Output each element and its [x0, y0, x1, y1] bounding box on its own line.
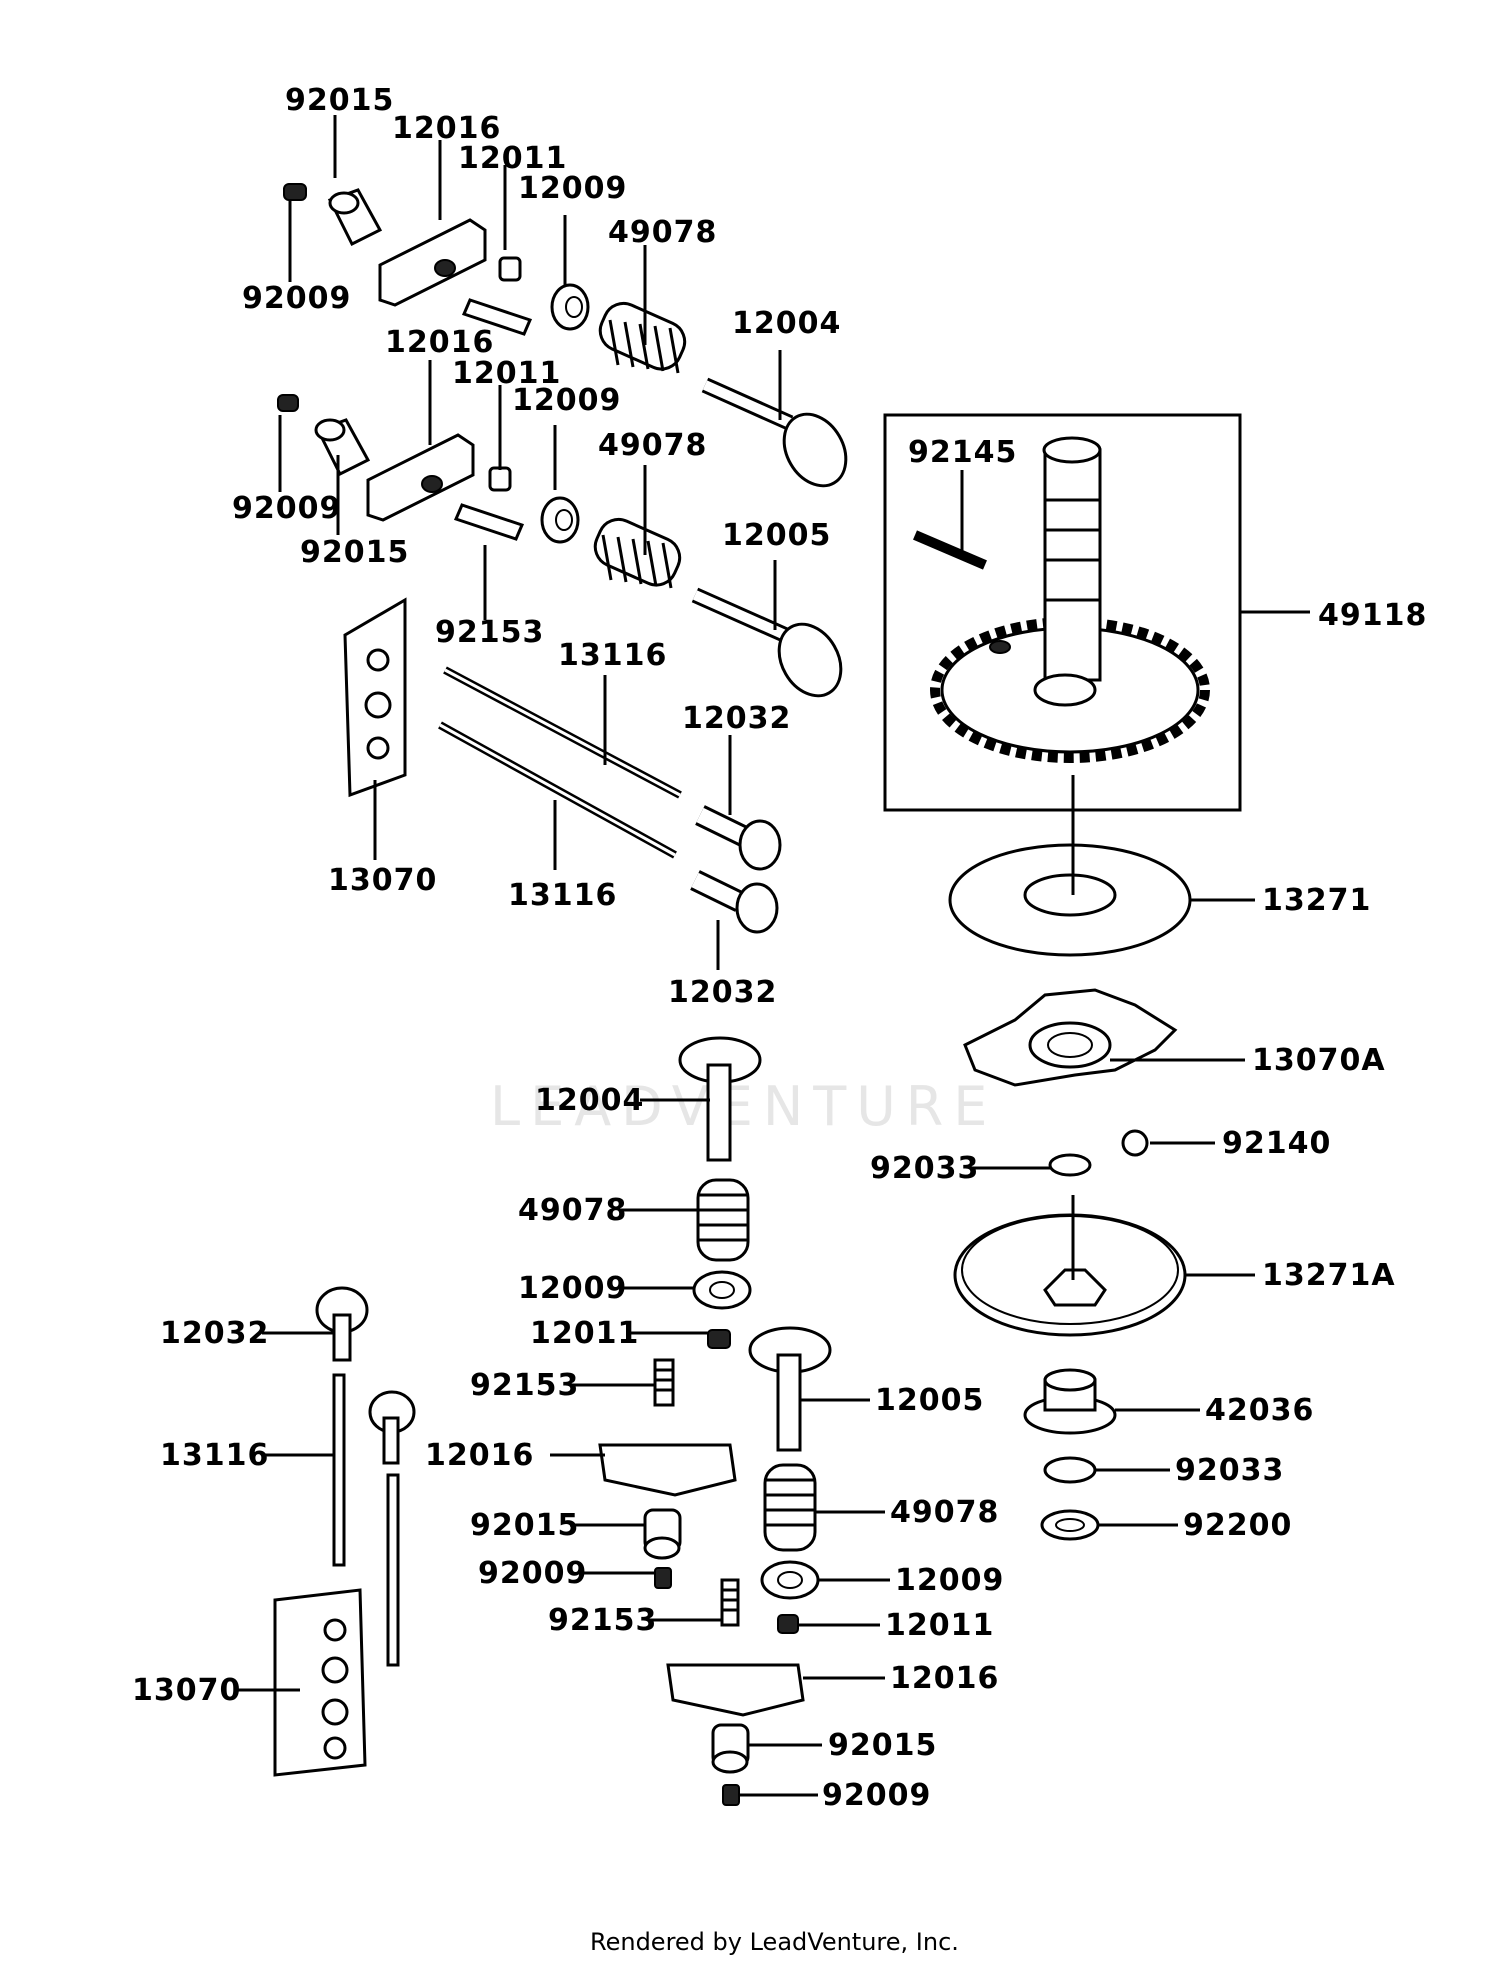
label-92009-b: 92009 [232, 491, 341, 526]
label-12016-d: 12016 [890, 1661, 999, 1696]
label-92015-a: 92015 [285, 83, 394, 118]
watermark: LEADVENTURE [490, 1075, 997, 1138]
right-centre-column [666, 1326, 832, 1806]
label-13070-b: 13070 [132, 1673, 241, 1708]
label-13116-a: 13116 [558, 638, 667, 673]
label-49078-c: 49078 [518, 1193, 627, 1228]
label-12009-a: 12009 [518, 171, 627, 206]
ball-92140 [1121, 1129, 1149, 1157]
label-92145: 92145 [908, 435, 1017, 470]
label-12009-c: 12009 [518, 1271, 627, 1306]
left-lower-parts [273, 1286, 416, 1777]
label-12011-b: 12011 [452, 356, 561, 391]
label-12011-d: 12011 [885, 1608, 994, 1643]
label-12016-b: 12016 [385, 325, 494, 360]
label-92033-b: 92033 [1175, 1453, 1284, 1488]
label-92015-d: 92015 [828, 1728, 937, 1763]
label-12016-c: 12016 [425, 1438, 534, 1473]
label-42036: 42036 [1205, 1393, 1314, 1428]
label-92153-a: 92153 [435, 615, 544, 650]
credit-text: Rendered by LeadVenture, Inc. [590, 1928, 959, 1956]
snap-ring-upper [1048, 1153, 1092, 1177]
label-12004-a: 12004 [732, 306, 841, 341]
label-92153-c: 92153 [548, 1603, 657, 1638]
label-49078-a: 49078 [608, 215, 717, 250]
snap-ring-lower [1043, 1456, 1097, 1484]
label-12011-c: 12011 [530, 1316, 639, 1351]
label-12005-a: 12005 [722, 518, 831, 553]
leader-lines [238, 115, 1310, 1797]
middle-rocker-assembly [277, 394, 843, 698]
push-rods-upper [438, 666, 782, 934]
label-49118: 49118 [1318, 598, 1427, 633]
camshaft-gear [930, 436, 1210, 763]
label-12009-b: 12009 [512, 383, 621, 418]
label-12005-b: 12005 [875, 1383, 984, 1418]
label-13116-c: 13116 [160, 1438, 269, 1473]
label-49078-b: 49078 [598, 428, 707, 463]
label-92200: 92200 [1183, 1508, 1292, 1543]
label-13271: 13271 [1262, 883, 1371, 918]
label-92009-a: 92009 [242, 281, 351, 316]
label-92153-b: 92153 [470, 1368, 579, 1403]
label-12032-a: 12032 [682, 701, 791, 736]
upper-rocker-assembly [283, 183, 848, 488]
label-12004-b: 12004 [535, 1083, 644, 1118]
label-12016-a: 12016 [392, 111, 501, 146]
label-13070A: 13070A [1252, 1043, 1386, 1078]
label-13271A: 13271A [1262, 1258, 1396, 1293]
label-12032-c: 12032 [160, 1316, 269, 1351]
label-92015-b: 92015 [300, 535, 409, 570]
label-92009-c: 92009 [478, 1556, 587, 1591]
label-12032-b: 12032 [668, 975, 777, 1010]
label-92140: 92140 [1222, 1126, 1331, 1161]
centre-column [598, 1036, 762, 1589]
label-12011-a: 12011 [458, 141, 567, 176]
label-13070-a: 13070 [328, 863, 437, 898]
label-12009-d: 12009 [895, 1563, 1004, 1598]
sleeve-42036 [1023, 1368, 1117, 1435]
label-92009-d: 92009 [822, 1778, 931, 1813]
spider-13070A [963, 988, 1178, 1087]
label-92033-a: 92033 [870, 1151, 979, 1186]
part-labels: 92015 12016 12011 12009 49078 92009 1200… [132, 83, 1427, 1813]
label-13116-b: 13116 [508, 878, 617, 913]
label-49078-d: 49078 [890, 1495, 999, 1530]
label-92015-c: 92015 [470, 1508, 579, 1543]
